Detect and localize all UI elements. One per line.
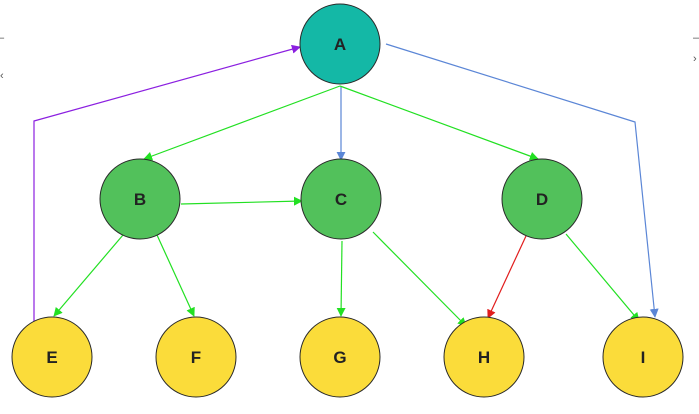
- node-d-label: D: [536, 190, 548, 209]
- edge-b-to-e: [53, 234, 124, 317]
- node-f-label: F: [191, 348, 201, 367]
- node-g-label: G: [333, 348, 346, 367]
- edge-e-to-a: [33, 44, 301, 322]
- node-b: B: [99, 158, 181, 240]
- node-d: D: [501, 158, 583, 240]
- node-g: G: [299, 316, 381, 398]
- node-h-label: H: [478, 348, 490, 367]
- left-edge-mark: –: [0, 32, 5, 44]
- node-c: C: [300, 158, 382, 240]
- node-e-label: E: [46, 348, 57, 367]
- edge-d-to-h: [487, 235, 527, 319]
- node-h: H: [443, 316, 525, 398]
- node-a-circle: [299, 3, 381, 85]
- left-edge-mark-2: ‹: [0, 70, 4, 82]
- node-d-circle: [501, 158, 583, 240]
- edge-a-to-d: [339, 85, 539, 161]
- node-c-label: C: [335, 190, 347, 209]
- right-edge-mark: –: [693, 32, 699, 44]
- node-i-label: I: [641, 348, 646, 367]
- edge-a-to-b: [143, 85, 341, 161]
- edge-c-to-g: [336, 240, 346, 317]
- node-b-label: B: [134, 190, 146, 209]
- edge-b-to-f: [156, 234, 195, 317]
- edge-d-to-i: [565, 233, 640, 322]
- node-i: I: [602, 316, 684, 398]
- node-b-circle: [99, 158, 181, 240]
- node-a-label: A: [334, 35, 346, 54]
- edge-c-to-h: [372, 231, 467, 327]
- right-edge-mark-2: ›: [693, 53, 697, 65]
- node-c-circle: [300, 158, 382, 240]
- edge-a-to-i: [385, 43, 659, 318]
- node-f: F: [155, 316, 237, 398]
- node-h-circle: [443, 316, 525, 398]
- node-f-circle: [155, 316, 237, 398]
- node-g-circle: [299, 316, 381, 398]
- edge-b-to-c: [180, 196, 303, 206]
- node-i-circle: [602, 316, 684, 398]
- node-e-circle: [11, 316, 93, 398]
- edges-layer: [33, 43, 659, 327]
- node-a: A: [299, 3, 381, 85]
- nodes-layer: A B C D E F G H I: [11, 3, 684, 398]
- node-e: E: [11, 316, 93, 398]
